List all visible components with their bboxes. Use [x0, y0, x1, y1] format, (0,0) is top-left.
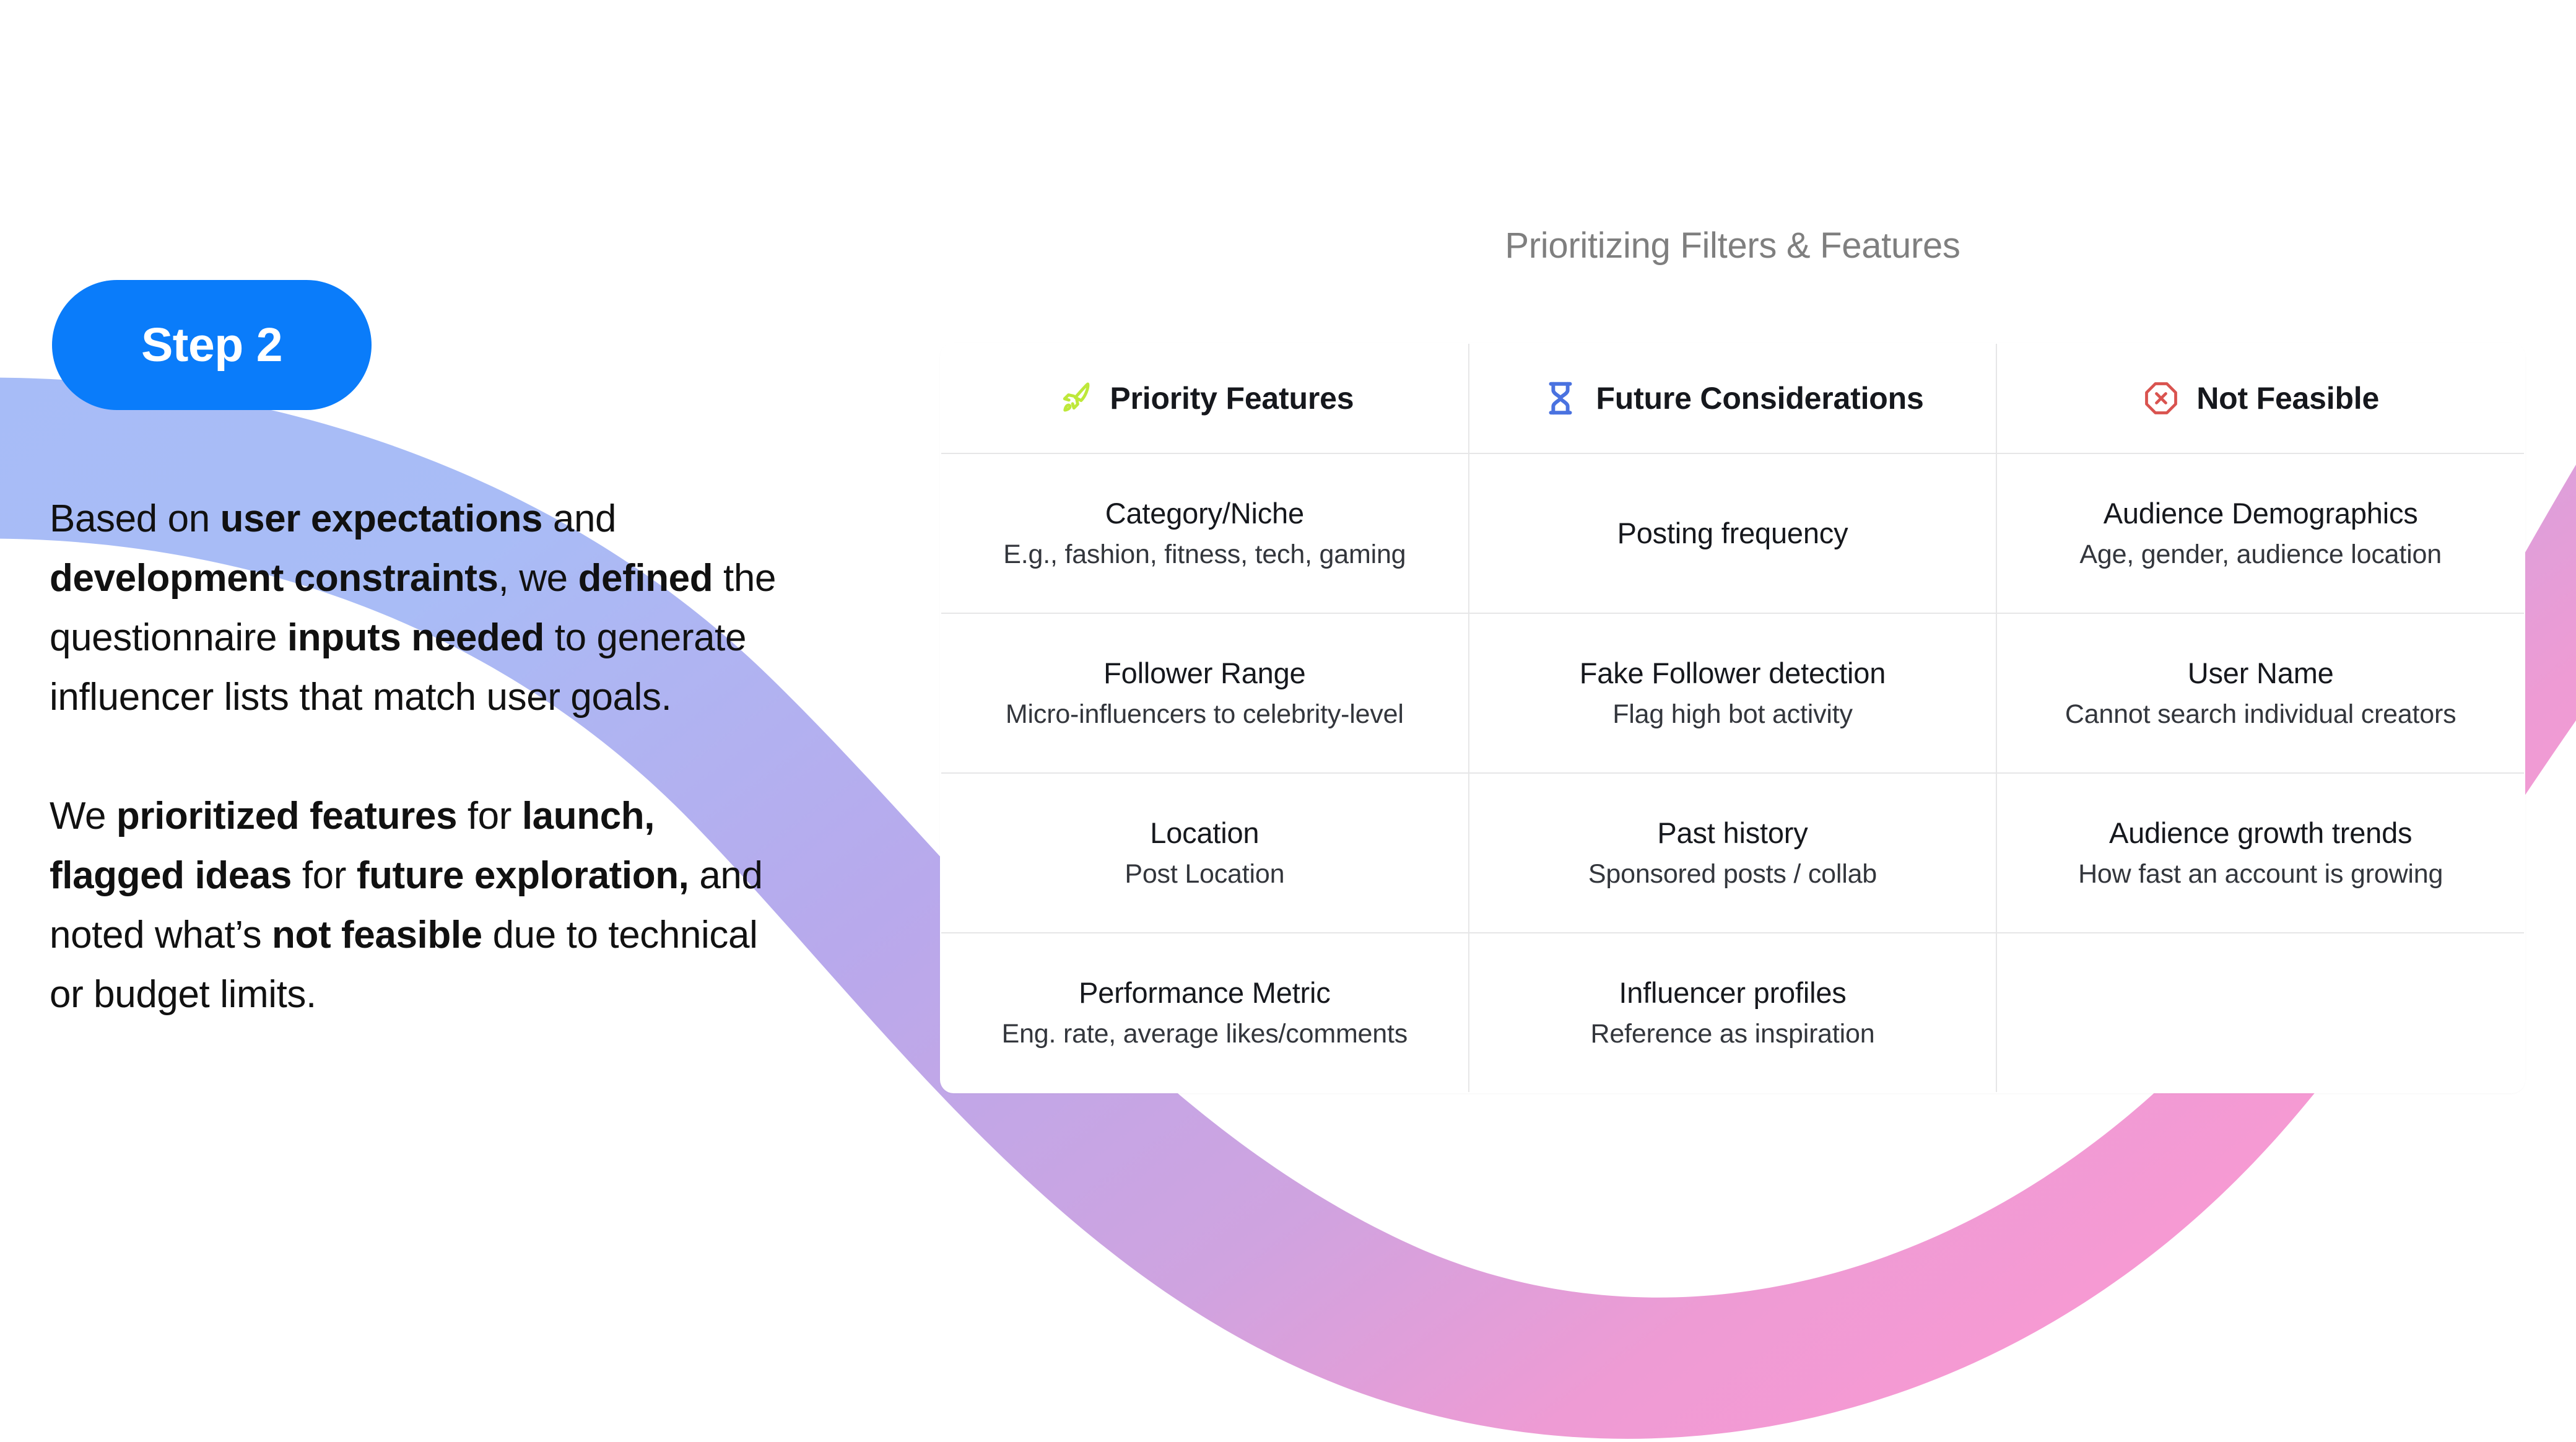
- emphasis-text: prioritized features: [116, 795, 458, 837]
- cell-title: Posting frequency: [1617, 517, 1848, 550]
- column-header-not-feasible[interactable]: Not Feasible: [1996, 344, 2524, 454]
- column-header-label: Not Feasible: [2196, 381, 2380, 416]
- cell-title: Influencer profiles: [1619, 976, 1847, 1009]
- emphasis-text: not feasible: [272, 914, 482, 956]
- narrative-copy: Based on user expectations and developme…: [50, 489, 793, 1025]
- narrative-paragraph-2: We prioritized features for launch, flag…: [50, 787, 793, 1025]
- emphasis-text: user expectations: [220, 497, 543, 540]
- table-cell: Posting frequency: [1468, 453, 1998, 614]
- emphasis-text: flagged ideas: [50, 854, 292, 897]
- narrative-paragraph-1: Based on user expectations and developme…: [50, 489, 793, 727]
- cell-subtitle: How fast an account is growing: [2078, 859, 2443, 889]
- plain-text: We: [50, 795, 116, 837]
- column-header-future-considerations[interactable]: Future Considerations: [1468, 344, 1998, 454]
- cell-subtitle: Micro-influencers to celebrity-level: [1005, 699, 1404, 730]
- rocket-icon: [1055, 379, 1094, 417]
- cell-title: Audience growth trends: [2108, 816, 2413, 849]
- plain-text: and: [542, 497, 617, 540]
- emphasis-text: future exploration,: [356, 854, 689, 897]
- column-header-label: Priority Features: [1110, 381, 1354, 416]
- emphasis-text: launch,: [521, 795, 655, 837]
- plain-text: , we: [498, 557, 578, 600]
- cell-subtitle: Post Location: [1125, 859, 1285, 889]
- page-title: Prioritizing Filters & Features: [1505, 225, 1960, 266]
- cell-title: Follower Range: [1103, 656, 1306, 689]
- plain-text: for: [457, 795, 522, 837]
- emphasis-text: inputs needed: [287, 616, 544, 659]
- cell-subtitle: Sponsored posts / collab: [1588, 859, 1878, 889]
- table-cell-empty: [1996, 933, 2524, 1092]
- emphasis-text: defined: [578, 557, 713, 600]
- step-badge: Step 2: [52, 280, 372, 410]
- column-header-priority-features[interactable]: Priority Features: [941, 344, 1469, 454]
- table-header-row: Priority Features Future Considerations: [941, 344, 2524, 454]
- hourglass-icon: [1541, 379, 1580, 417]
- step-badge-label: Step 2: [141, 318, 283, 372]
- cell-title: Performance Metric: [1079, 976, 1331, 1009]
- column-header-label: Future Considerations: [1596, 381, 1924, 416]
- plain-text: for: [292, 854, 357, 897]
- emphasis-text: development constraints: [50, 557, 498, 600]
- cell-subtitle: Flag high bot activity: [1612, 699, 1853, 730]
- cell-title: Fake Follower detection: [1579, 656, 1886, 689]
- cell-subtitle: Cannot search individual creators: [2065, 699, 2456, 730]
- cell-title: Past history: [1657, 816, 1808, 849]
- cell-title: Location: [1150, 816, 1260, 849]
- cell-title: User Name: [2187, 656, 2334, 689]
- cell-title: Audience Demographics: [2103, 496, 2418, 530]
- cell-subtitle: Age, gender, audience location: [2079, 540, 2442, 570]
- cell-subtitle: Eng. rate, average likes/comments: [1001, 1019, 1408, 1049]
- cell-subtitle: Reference as inspiration: [1590, 1019, 1875, 1049]
- octagon-x-icon: [2142, 379, 2180, 417]
- cell-title: Category/Niche: [1105, 496, 1304, 530]
- cell-subtitle: E.g., fashion, fitness, tech, gaming: [1003, 540, 1406, 570]
- plain-text: Based on: [50, 497, 220, 540]
- prioritization-table: Priority Features Future Considerations: [940, 343, 2525, 1093]
